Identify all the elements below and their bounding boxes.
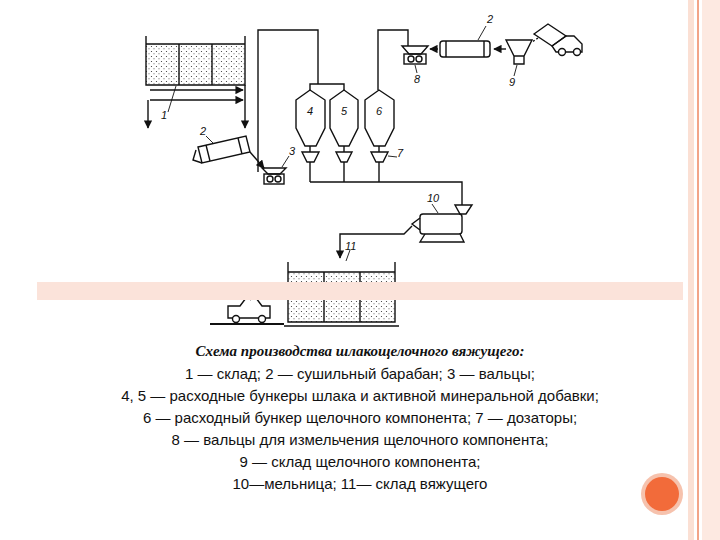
callout-number: 7 (397, 148, 403, 159)
dryer-drum (440, 26, 506, 57)
callout-number: 4 (307, 106, 313, 117)
callout-number: 1 (161, 110, 167, 121)
mill (340, 204, 472, 258)
callout-number: 10 (427, 193, 439, 204)
callout-number: 2 (200, 126, 206, 137)
alkali-store (506, 24, 582, 76)
caption-line: 4, 5 — расходные бункеры шлака и активно… (121, 387, 599, 404)
slide-bar (688, 0, 694, 540)
caption-line: 1 — склад; 2 — сушильный барабан; 3 — ва… (185, 365, 535, 382)
callout-number: 8 (414, 74, 420, 85)
slide-dot (641, 473, 683, 515)
slide-bar (697, 0, 699, 540)
callout-number: 2 (487, 14, 493, 25)
slide-dot (645, 477, 679, 511)
caption-line: 9 — склад щелочного компонента; (240, 453, 481, 470)
callout-number: 3 (289, 146, 295, 157)
dryer-drum (193, 136, 264, 168)
callout-number: 6 (376, 106, 382, 117)
rollers (258, 30, 344, 184)
callout-number: 11 (345, 241, 356, 252)
silo (296, 90, 394, 146)
caption-line: 10—мельница; 11— склад вяжущего (233, 475, 488, 492)
slide-band (37, 282, 683, 300)
callout-number: 9 (509, 77, 515, 88)
callout-number: 5 (341, 106, 347, 117)
warehouse (146, 36, 245, 128)
dispenser (302, 146, 462, 205)
slide-bar (702, 0, 720, 540)
caption-line: 6 — расходный бункер щелочного компонент… (143, 409, 577, 426)
rollers (378, 30, 438, 90)
caption-title: Схема производства шлакощелочного вяжуще… (196, 344, 525, 359)
caption-line: 8 — вальцы для измельчения щелочного ком… (172, 431, 549, 448)
